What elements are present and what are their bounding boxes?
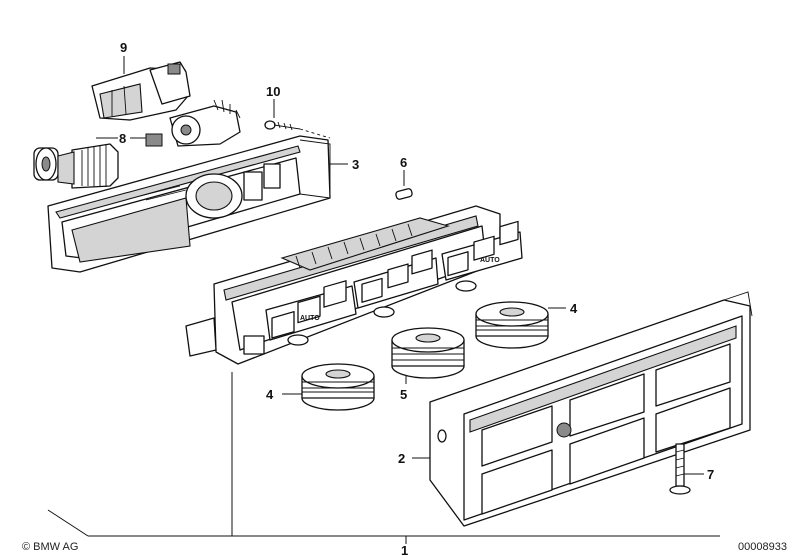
auto-button-right-label: AUTO (480, 257, 500, 264)
callout-10: 10 (266, 84, 280, 99)
callout-2: 2 (398, 451, 405, 466)
part-10-screw (264, 99, 331, 139)
control-module: AUTO AUTO (185, 205, 523, 365)
part-3-housing (47, 135, 348, 273)
part-2-front-panel (412, 291, 753, 527)
callout-7: 7 (707, 467, 714, 482)
part-8-actuators (33, 99, 241, 189)
callouts: 9 10 8 3 6 4 4 5 2 7 1 (119, 40, 714, 558)
base-line (47, 372, 720, 544)
callout-4-right: 4 (570, 301, 578, 316)
auto-button-left-label: AUTO (300, 315, 320, 322)
part-6-bulb (395, 170, 413, 200)
part-4-knob-left (282, 363, 375, 411)
copyright-text: © BMW AG (22, 541, 79, 553)
callout-4-left: 4 (266, 387, 274, 402)
callout-9: 9 (120, 40, 127, 55)
part-4-knob-right (475, 301, 566, 349)
callout-6: 6 (400, 155, 407, 170)
callout-3: 3 (352, 157, 359, 172)
callout-5: 5 (400, 387, 407, 402)
part-9-bracket (91, 56, 191, 121)
part-5-knob (391, 327, 465, 384)
document-number: 00008933 (738, 541, 787, 553)
part-7-screw (669, 443, 704, 495)
callout-1: 1 (401, 543, 408, 558)
callout-8: 8 (119, 131, 126, 146)
